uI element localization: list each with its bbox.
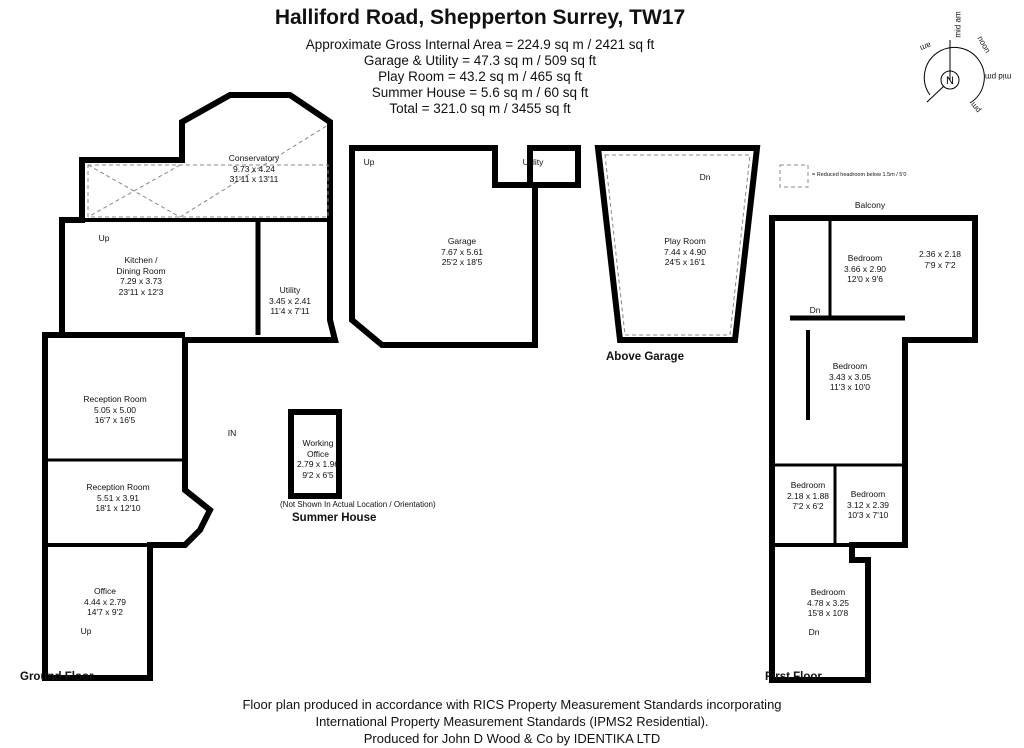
footer-line-2: International Property Measurement Stand… [315, 714, 709, 729]
footer-line-3: Produced for John D Wood & Co by IDENTIK… [363, 731, 661, 746]
summer-house-note: (Not Shown In Actual Location / Orientat… [280, 500, 436, 509]
summer-house-label: Summer House [292, 512, 377, 524]
first-floor-outline [769, 215, 978, 683]
area-garage: Garage & Utility = 47.3 sq m / 509 sq ft [363, 53, 597, 68]
entrance-label: IN [227, 428, 237, 438]
area-summer-house: Summer House = 5.6 sq m / 60 sq ft [371, 85, 589, 100]
first-floor-label: First Floor [765, 671, 822, 683]
above-garage-label: Above Garage [606, 351, 684, 363]
play-room-outline [594, 145, 761, 343]
svg-text:N: N [946, 75, 954, 87]
stairs-label: Up [363, 157, 375, 167]
legend-swatch [779, 164, 809, 188]
garage-outline [349, 145, 581, 348]
legend-text: = Reduced headroom below 1.5m / 5'0 [812, 172, 907, 178]
compass-label: mid pm [985, 72, 1012, 81]
stairs-label: Up [80, 626, 92, 636]
stairs-label: Dn [808, 627, 820, 637]
area-play-room: Play Room = 43.2 sq m / 465 sq ft [378, 69, 582, 84]
balcony-label: Balcony [854, 200, 886, 210]
footer-line-1: Floor plan produced in accordance with R… [242, 697, 782, 712]
ground-floor-outline [42, 92, 339, 681]
stairs-label: Dn [809, 305, 821, 315]
compass-label: mid am [953, 11, 963, 38]
compass-icon [923, 40, 985, 104]
stairs-label: Dn [699, 172, 711, 182]
room-garage-utility: Utility [522, 157, 544, 167]
area-total-internal: Approximate Gross Internal Area = 224.9 … [305, 37, 655, 52]
ground-floor-label: Ground Floor [20, 671, 94, 683]
summer-house-outline [288, 409, 342, 499]
page-title: Halliford Road, Shepperton Surrey, TW17 [274, 6, 686, 29]
area-total: Total = 321.0 sq m / 3455 sq ft [389, 101, 571, 116]
stairs-label: Up [98, 233, 110, 243]
